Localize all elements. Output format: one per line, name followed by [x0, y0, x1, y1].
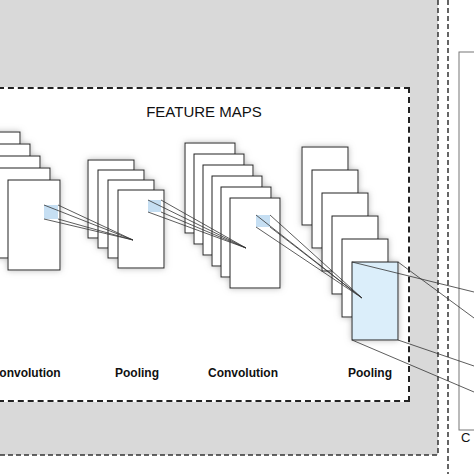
output-box — [459, 52, 474, 430]
stage-label: Pooling — [348, 366, 392, 380]
panel-border — [0, 454, 438, 456]
stage-label: Convolution — [208, 366, 278, 380]
group-heading: FEATURE MAPS — [0, 103, 408, 120]
cut-off-label: C — [461, 430, 470, 445]
panel-border — [447, 0, 449, 474]
panel-border — [437, 0, 439, 455]
stage-label: onvolution — [0, 366, 61, 380]
stage-label: Pooling — [115, 366, 159, 380]
dashed-group-box: FEATURE MAPS — [0, 87, 410, 402]
